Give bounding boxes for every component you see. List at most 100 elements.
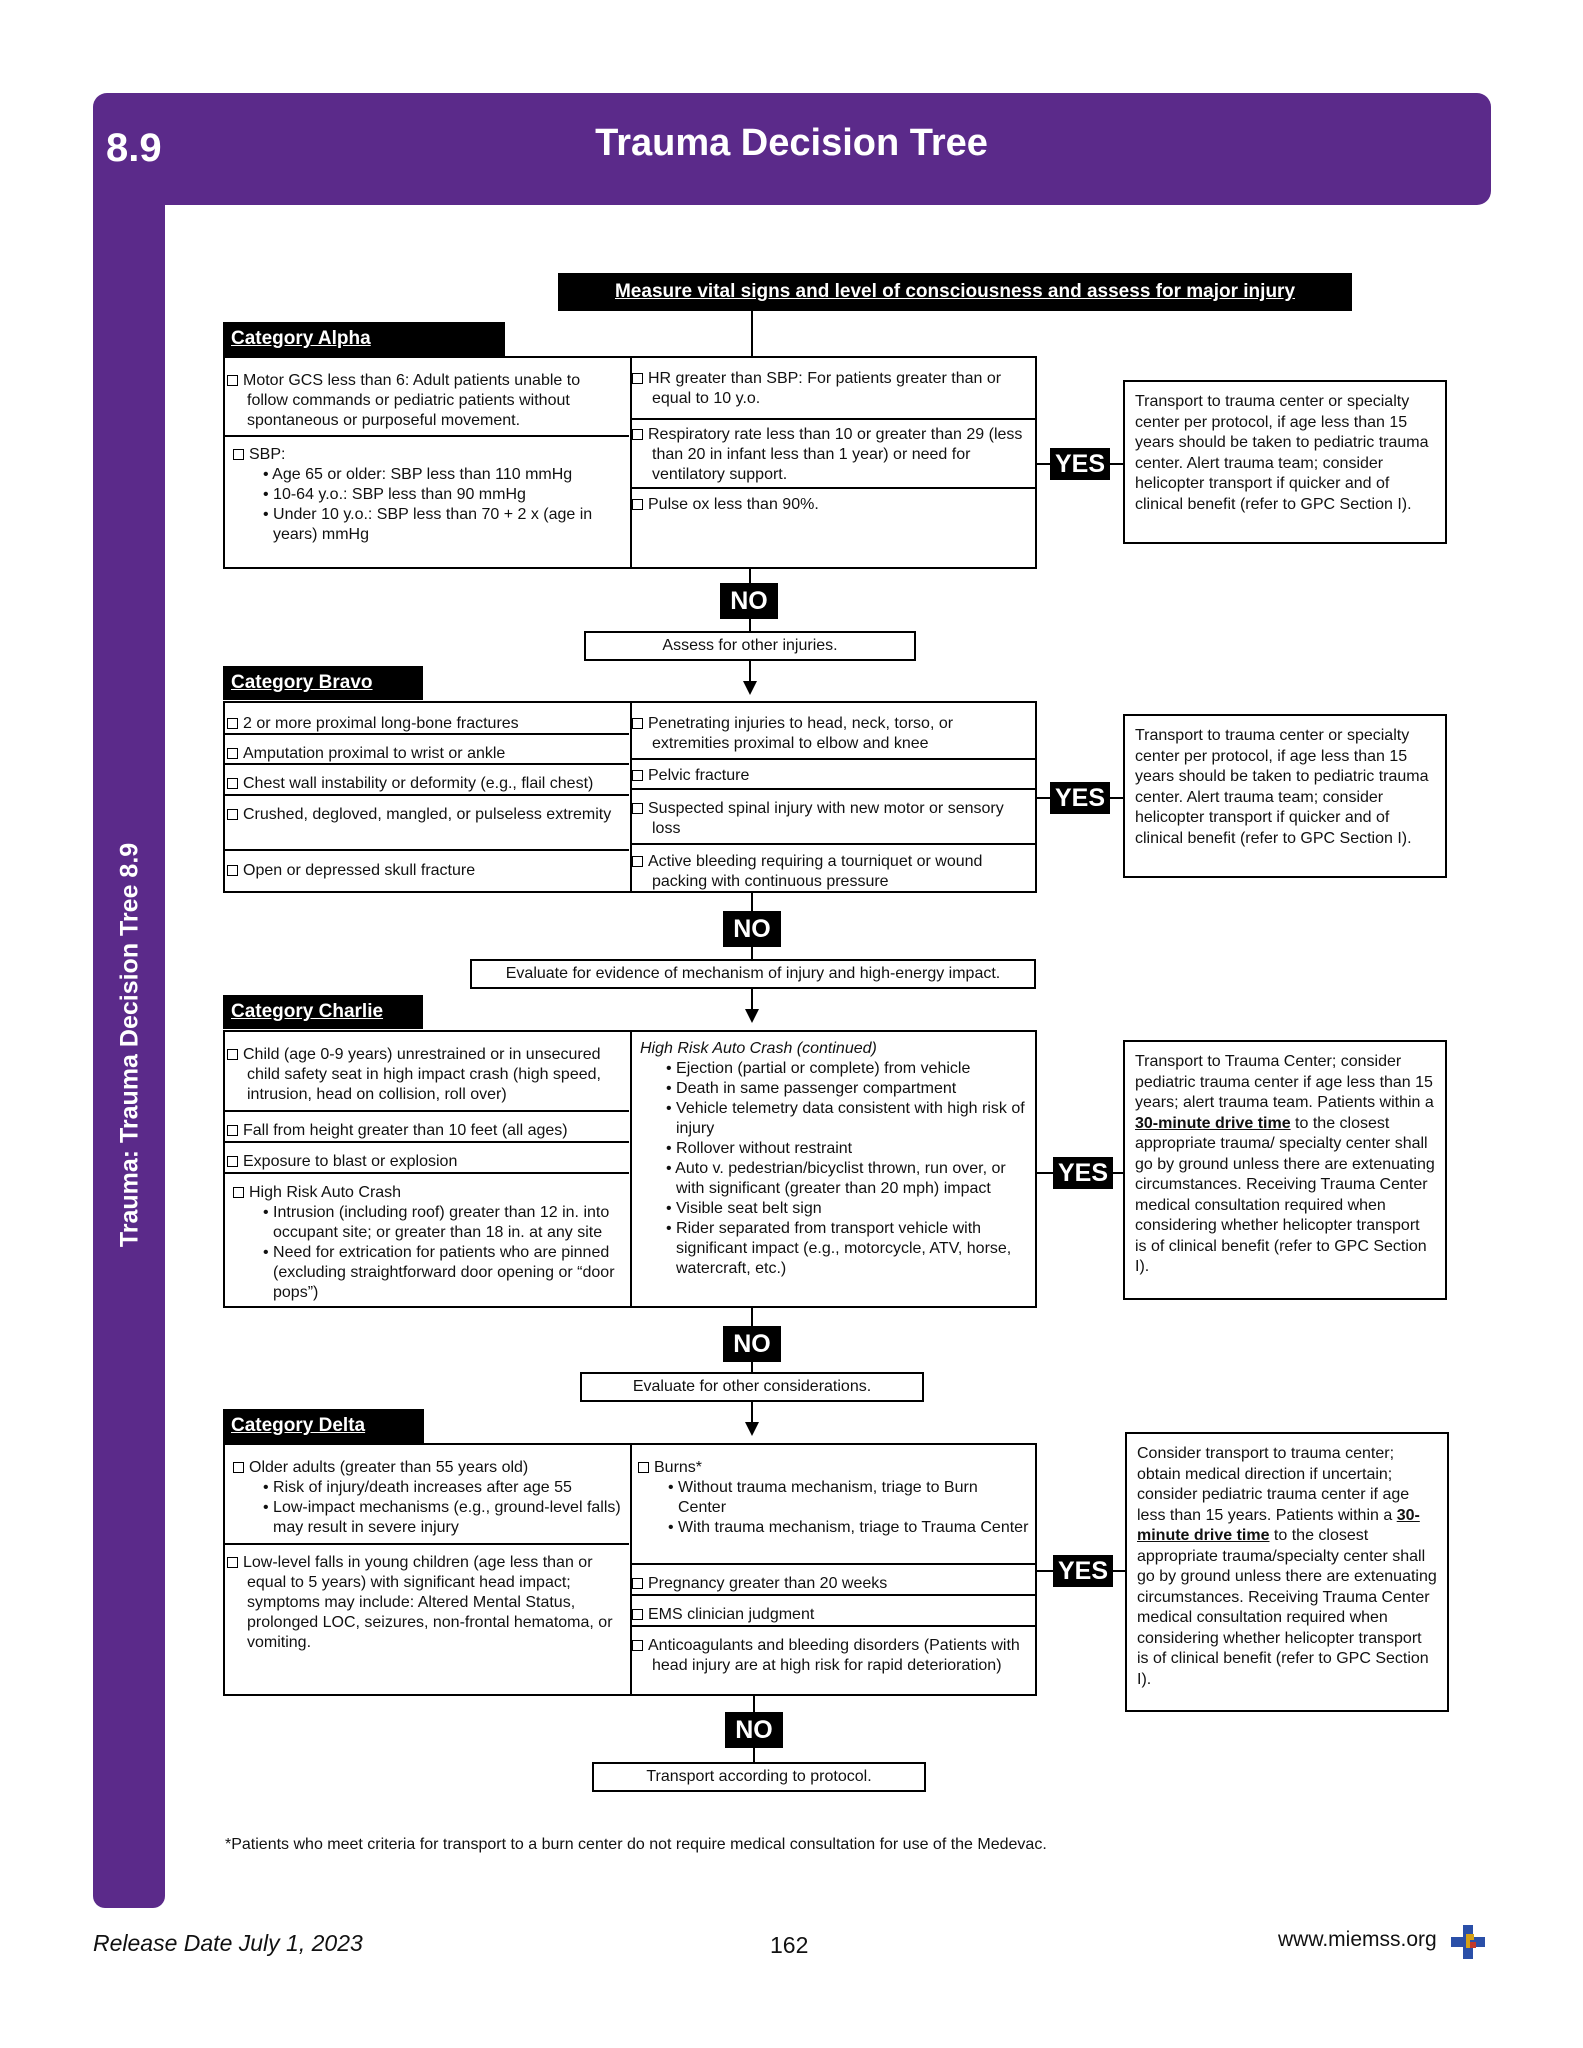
outcome-emphasis: 30-minute drive time — [1135, 1114, 1291, 1132]
alpha-criterion: HR greater than SBP: For patients greate… — [630, 366, 1035, 409]
bravo-outcome: Transport to trauma center or specialty … — [1123, 714, 1447, 878]
outcome-text: Consider transport to trauma center; obt… — [1137, 1445, 1410, 1524]
section-number: 8.9 — [106, 126, 162, 170]
header-bar — [93, 93, 1491, 205]
category-charlie-label: Category Charlie — [223, 995, 423, 1029]
sidebar-bar — [93, 160, 165, 1908]
bullet: Rider separated from transport vehicle w… — [676, 1220, 1012, 1277]
arrow-down-icon — [745, 1009, 759, 1023]
checkbox-icon — [227, 809, 238, 820]
page-title: Trauma Decision Tree — [595, 122, 988, 164]
category-alpha-box: Motor GCS less than 6: Adult patients un… — [223, 356, 1037, 569]
delta-criterion: Low-level falls in young children (age l… — [225, 1550, 630, 1653]
bullet: Without trauma mechanism, triage to Burn… — [678, 1479, 978, 1516]
yes-label: YES — [1053, 1157, 1113, 1189]
step-assess-other: Assess for other injuries. — [584, 631, 916, 661]
alpha-criterion: Pulse ox less than 90%. — [630, 492, 1035, 515]
criterion-text: High Risk Auto Crash — [249, 1184, 402, 1201]
checkbox-icon — [227, 1557, 238, 1568]
bullet: Need for extrication for patients who ar… — [273, 1244, 615, 1301]
miemss-logo-icon — [1451, 1925, 1485, 1959]
delta-criterion: EMS clinician judgment — [630, 1602, 1035, 1625]
criterion-text: Burns* — [654, 1459, 703, 1476]
alpha-rr-text: Respiratory rate less than 10 or greater… — [648, 426, 1023, 483]
measure-heading: Measure vital signs and level of conscio… — [558, 273, 1352, 311]
outcome-text: to the closest appropriate trauma/specia… — [1137, 1527, 1437, 1688]
checkbox-icon — [227, 1156, 238, 1167]
checkbox-icon — [632, 1640, 643, 1651]
checkbox-icon — [632, 856, 643, 867]
delta-criterion: Anticoagulants and bleeding disorders (P… — [630, 1633, 1035, 1676]
charlie-criterion: Fall from height greater than 10 feet (a… — [225, 1118, 630, 1141]
connector — [751, 947, 753, 959]
bullet: Age 65 or older: SBP less than 110 mmHg — [272, 466, 573, 483]
alpha-outcome: Transport to trauma center or specialty … — [1123, 380, 1447, 544]
website-link[interactable]: www.miemss.org — [1278, 1928, 1437, 1951]
footnote: *Patients who meet criteria for transpor… — [225, 1836, 1047, 1853]
charlie-criterion: Child (age 0-9 years) unrestrained or in… — [225, 1042, 630, 1105]
connector — [751, 1402, 753, 1422]
arrow-down-icon — [745, 1422, 759, 1436]
step-transport-protocol: Transport according to protocol. — [592, 1762, 926, 1792]
checkbox-icon — [632, 499, 643, 510]
step-other-considerations: Evaluate for other considerations. — [580, 1372, 924, 1402]
criterion-text: Penetrating injuries to head, neck, tors… — [648, 715, 954, 752]
delta-outcome: Consider transport to trauma center; obt… — [1125, 1432, 1449, 1712]
category-alpha-label: Category Alpha — [223, 322, 505, 356]
bravo-criterion: Pelvic fracture — [630, 763, 1035, 786]
connector — [749, 569, 751, 583]
checkbox-icon — [632, 373, 643, 384]
category-delta-label: Category Delta — [223, 1409, 424, 1443]
checkbox-icon — [227, 718, 238, 729]
checkbox-icon — [233, 449, 244, 460]
bullet: With trauma mechanism, triage to Trauma … — [678, 1519, 1029, 1536]
criterion-text: Low-level falls in young children (age l… — [243, 1554, 613, 1651]
category-bravo-label: Category Bravo — [223, 666, 423, 700]
bullet: Visible seat belt sign — [676, 1200, 822, 1217]
connector — [751, 1308, 753, 1326]
yes-label: YES — [1053, 1555, 1113, 1587]
bullet: Under 10 y.o.: SBP less than 70 + 2 x (a… — [273, 506, 593, 543]
bravo-criterion: Active bleeding requiring a tourniquet o… — [630, 849, 1035, 892]
checkbox-icon — [632, 1609, 643, 1620]
bravo-criterion: Chest wall instability or deformity (e.g… — [225, 771, 630, 794]
checkbox-icon — [227, 748, 238, 759]
bullet: Rollover without restraint — [676, 1140, 853, 1157]
outcome-emphasis: 30-minute drive time — [1137, 1506, 1420, 1545]
checkbox-icon — [632, 803, 643, 814]
charlie-auto-crash-continued: High Risk Auto Crash (continued) • Eject… — [630, 1036, 1035, 1279]
connector — [749, 619, 751, 631]
checkbox-icon — [227, 1125, 238, 1136]
release-date: Release Date July 1, 2023 — [93, 1930, 363, 1956]
alpha-criterion: Motor GCS less than 6: Adult patients un… — [225, 368, 630, 431]
charlie-criterion: Exposure to blast or explosion — [225, 1149, 630, 1172]
no-label: NO — [723, 1326, 781, 1362]
checkbox-icon — [233, 1462, 244, 1473]
checkbox-icon — [227, 778, 238, 789]
no-label: NO — [723, 911, 781, 947]
checkbox-icon — [227, 1049, 238, 1060]
criterion-text: EMS clinician judgment — [648, 1606, 815, 1623]
delta-criterion: Burns* • Without trauma mechanism, triag… — [630, 1455, 1035, 1538]
alpha-criterion: Respiratory rate less than 10 or greater… — [630, 422, 1035, 485]
checkbox-icon — [632, 770, 643, 781]
bullet: Auto v. pedestrian/bicyclist thrown, run… — [675, 1160, 1006, 1197]
step-evaluate-mechanism: Evaluate for evidence of mechanism of in… — [470, 959, 1036, 989]
connector — [749, 661, 751, 681]
bullet: Risk of injury/death increases after age… — [273, 1479, 572, 1496]
charlie-criterion: High Risk Auto Crash • Intrusion (includ… — [225, 1180, 630, 1303]
checkbox-icon — [632, 429, 643, 440]
criterion-text: 2 or more proximal long-bone fractures — [243, 715, 519, 732]
sidebar-label: Trauma: Trauma Decision Tree 8.9 — [115, 842, 144, 1248]
criterion-title: High Risk Auto Crash (continued) — [640, 1040, 877, 1057]
bravo-criterion: 2 or more proximal long-bone fractures — [225, 711, 630, 734]
checkbox-icon — [233, 1187, 244, 1198]
category-bravo-box: 2 or more proximal long-bone fractures A… — [223, 701, 1037, 893]
criterion-text: Fall from height greater than 10 feet (a… — [243, 1122, 568, 1139]
connector — [751, 893, 753, 911]
connector — [753, 1748, 755, 1762]
checkbox-icon — [227, 375, 238, 386]
checkbox-icon — [638, 1462, 649, 1473]
connector — [751, 311, 753, 357]
outcome-text: Transport to Trauma Center; consider ped… — [1135, 1053, 1434, 1111]
